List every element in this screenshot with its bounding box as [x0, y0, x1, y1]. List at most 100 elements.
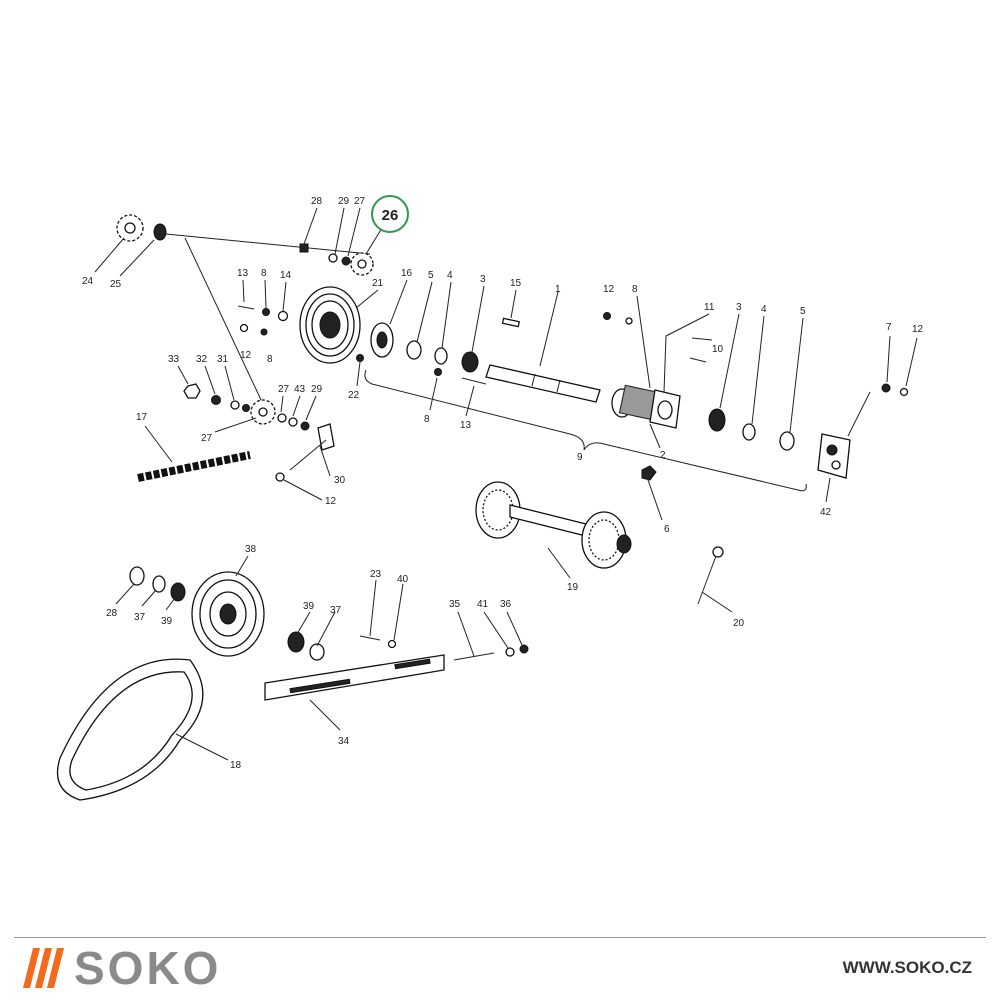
nut-8a [262, 308, 270, 316]
label-27: 27 [201, 433, 213, 444]
circlip-5a [406, 340, 422, 360]
label-8: 8 [267, 354, 273, 365]
label-40: 40 [397, 574, 409, 585]
label-13: 13 [460, 420, 472, 431]
label-28: 28 [311, 196, 323, 207]
brace-9 [364, 369, 807, 492]
label-12: 12 [325, 496, 337, 507]
label-35: 35 [449, 599, 461, 610]
sprocket-27 [250, 399, 276, 425]
axis-line-diag [184, 237, 263, 403]
label-14: 14 [280, 270, 292, 281]
washer-27b [242, 404, 250, 412]
label-37: 37 [330, 605, 342, 616]
callout-labels: 24 25 28 29 27 13 8 14 12 8 21 16 5 4 3 … [82, 196, 924, 771]
label-7: 7 [886, 322, 892, 333]
label-21: 21 [372, 278, 384, 289]
bearing-25 [153, 223, 167, 241]
label-42: 42 [820, 507, 832, 518]
bearing-39a [170, 582, 186, 602]
label-26: 26 [382, 207, 399, 224]
washer-41 [505, 647, 515, 657]
nut-12c [899, 387, 909, 397]
washer-29b [300, 421, 310, 431]
label-2: 2 [660, 450, 666, 461]
label-8: 8 [424, 414, 430, 425]
axis-line-top [165, 233, 371, 255]
washer-37b [309, 643, 325, 661]
label-20: 20 [733, 618, 745, 629]
label-39: 39 [161, 616, 173, 627]
label-5: 5 [800, 306, 806, 317]
bearing-3a [461, 351, 479, 373]
bolt-11 [691, 337, 713, 341]
washer-40 [387, 639, 397, 649]
label-5: 5 [428, 270, 434, 281]
belt-18 [56, 658, 204, 801]
nut-12d [275, 472, 285, 482]
pulley-21 [299, 286, 361, 364]
washer-31 [230, 400, 240, 410]
label-41: 41 [477, 599, 489, 610]
label-28: 28 [106, 608, 118, 619]
nut-33 [183, 383, 201, 399]
label-27: 27 [354, 196, 366, 207]
label-8: 8 [261, 268, 267, 279]
nut-6 [641, 465, 657, 481]
washer-37a [152, 575, 166, 593]
label-29: 29 [311, 384, 323, 395]
bolt-23 [359, 635, 381, 641]
pulley-38 [191, 571, 265, 657]
washer-29a [328, 253, 338, 263]
nut-8b [260, 328, 268, 336]
brand-name: SOKO [74, 942, 222, 994]
label-31: 31 [217, 354, 229, 365]
spacer-27c [277, 413, 287, 423]
washer-27a [341, 256, 351, 266]
washer-4a [434, 347, 448, 365]
wrench-20 [697, 546, 724, 605]
sprocket-24 [116, 214, 144, 242]
bolt-10 [689, 357, 707, 363]
label-12: 12 [912, 324, 924, 335]
label-15: 15 [510, 278, 522, 289]
spacer-43 [288, 417, 298, 427]
label-38: 38 [245, 544, 257, 555]
nut-7 [881, 383, 891, 393]
label-1: 1 [555, 284, 561, 295]
label-24: 24 [82, 276, 94, 287]
bolt-13a [237, 305, 255, 310]
soko-logo: SOKO [23, 942, 222, 994]
highlight-ring [371, 195, 409, 233]
exploded-parts-diagram: 24 25 28 29 27 13 8 14 12 8 21 16 5 4 3 … [56, 195, 924, 801]
label-9: 9 [577, 452, 583, 463]
threaded-rod-35 [453, 652, 495, 661]
label-12: 12 [603, 284, 615, 295]
nut-36 [519, 644, 529, 654]
label-30: 30 [334, 475, 346, 486]
key-15 [501, 317, 521, 328]
label-3: 3 [736, 302, 742, 313]
label-8: 8 [632, 284, 638, 295]
bolt-28a [299, 243, 309, 253]
nut-22 [356, 354, 364, 362]
footer-divider [14, 937, 986, 938]
nut-12a [239, 323, 249, 333]
website-link[interactable]: WWW.SOKO.CZ [842, 958, 972, 977]
tensioner-30 [289, 423, 335, 471]
bolt-13b [461, 377, 487, 385]
washer-14 [277, 310, 289, 322]
highlighted-callout-26: 26 [371, 195, 409, 233]
label-16: 16 [401, 268, 413, 279]
label-18: 18 [230, 760, 242, 771]
nut-12b [603, 312, 611, 320]
label-11: 11 [704, 302, 715, 313]
shaft-1 [485, 364, 601, 403]
label-22: 22 [348, 390, 360, 401]
label-10: 10 [712, 344, 724, 355]
washer-4b [742, 423, 756, 441]
label-23: 23 [370, 569, 382, 580]
label-43: 43 [294, 384, 306, 395]
bracket-42 [817, 433, 851, 479]
washer-32 [211, 395, 221, 405]
